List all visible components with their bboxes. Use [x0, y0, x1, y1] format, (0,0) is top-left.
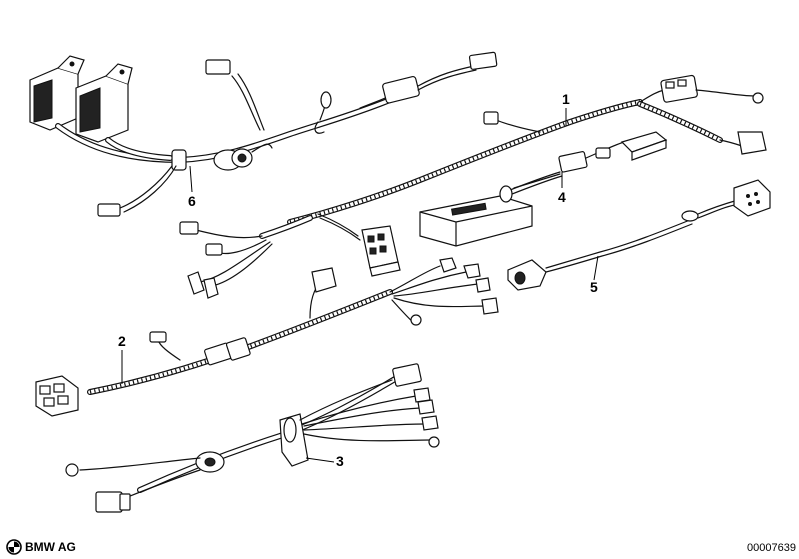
round-connector-5-left	[507, 259, 547, 291]
harness-6	[29, 51, 498, 217]
callout-5: 5	[590, 279, 598, 295]
grommet-3	[279, 413, 309, 467]
harness-1	[179, 74, 767, 299]
callout-4: 4	[558, 189, 566, 205]
grommet-3b	[195, 451, 225, 473]
callout-1: 1	[562, 91, 570, 107]
relay-socket-4	[620, 131, 668, 161]
brand-name: BMW AG	[25, 540, 76, 554]
footer: BMW AG 00007639	[6, 539, 796, 555]
connector-block-2	[35, 375, 79, 417]
round-connector-5-right	[733, 179, 771, 217]
bmw-roundel-icon	[6, 539, 22, 555]
relay-bracket-left	[29, 55, 85, 131]
leader-6	[189, 165, 193, 193]
callout-6: 6	[188, 193, 196, 209]
callout-2: 2	[118, 333, 126, 349]
harness-3	[65, 363, 440, 513]
round-connector-6	[213, 143, 273, 171]
multi-pin-connector-1	[361, 225, 401, 277]
drawing-number: 00007639	[747, 542, 796, 554]
harness-5	[507, 179, 771, 291]
control-unit	[419, 195, 533, 247]
leader-3	[305, 457, 335, 463]
harness-2	[35, 257, 499, 417]
callouts: 1 2 3 4 5 6	[118, 91, 599, 469]
callout-3: 3	[336, 453, 344, 469]
leader-5	[593, 255, 599, 281]
harness-4	[419, 131, 668, 247]
relay-bracket-right	[75, 63, 133, 143]
